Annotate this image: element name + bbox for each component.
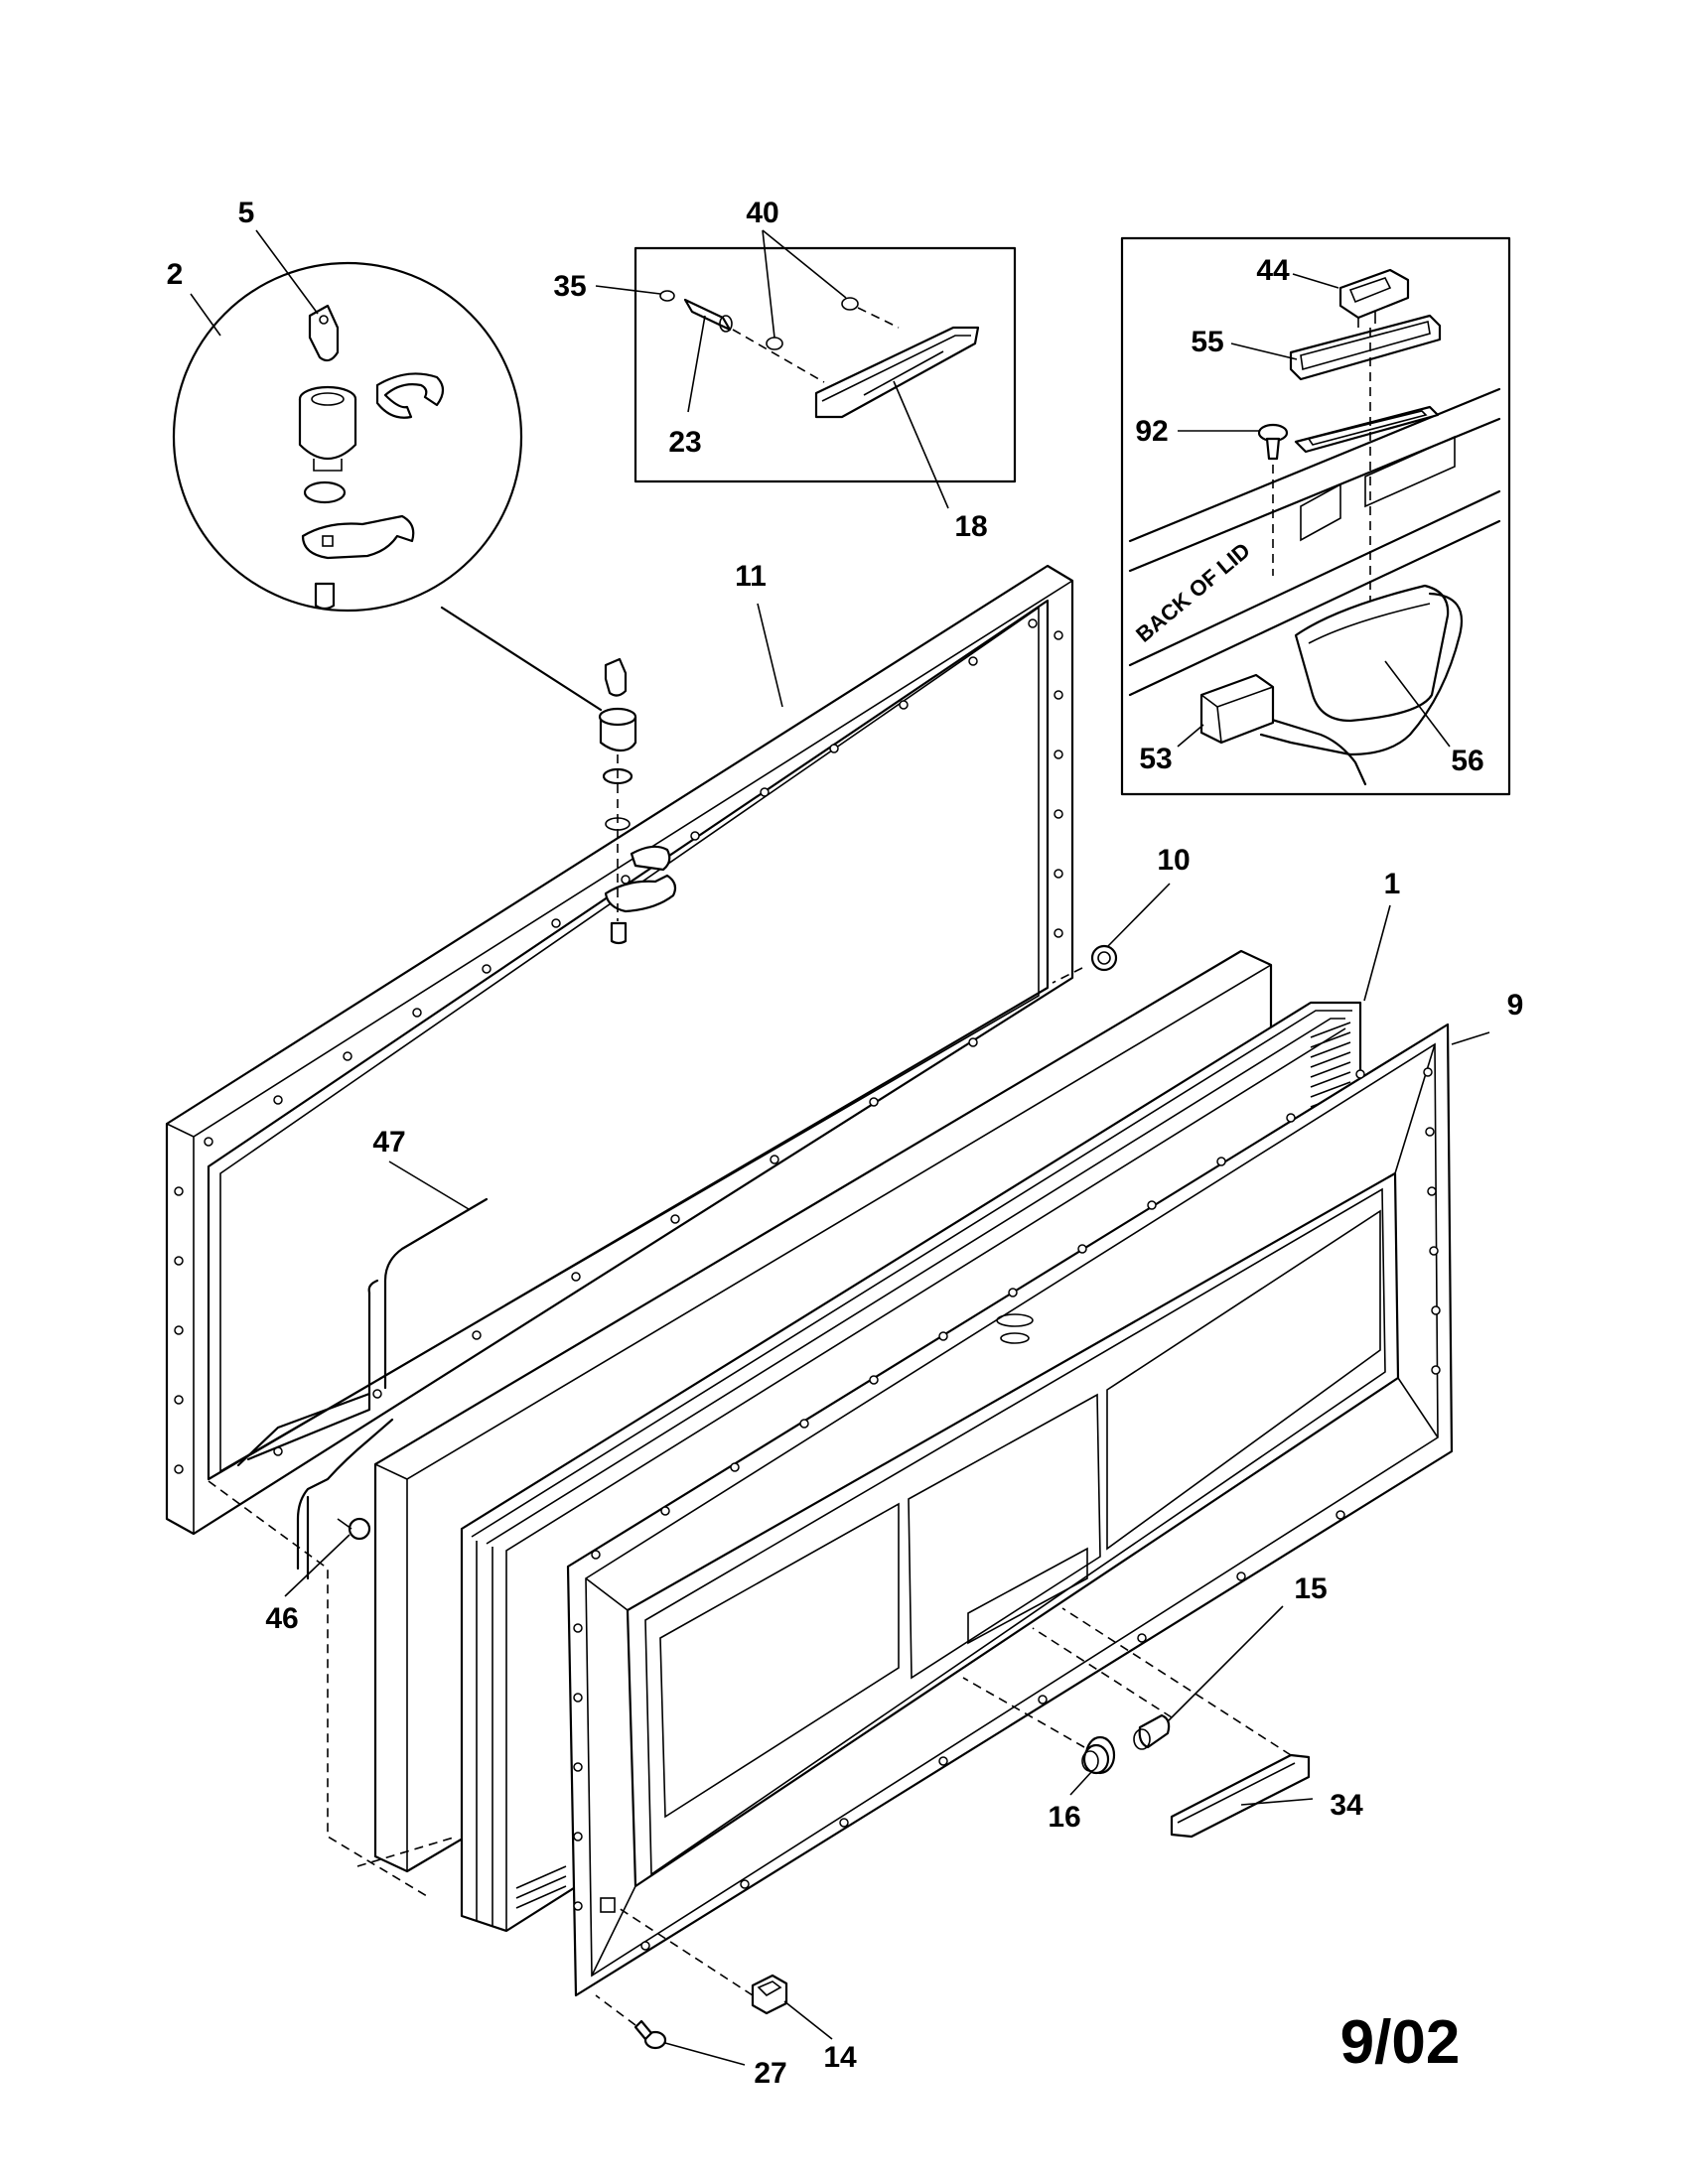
callout-9: 9: [1507, 989, 1524, 1022]
bushing-10: [1052, 944, 1118, 984]
callout-5: 5: [238, 197, 255, 229]
callout-16: 16: [1048, 1801, 1080, 1834]
callout-2: 2: [167, 258, 184, 291]
screw-27: [595, 1994, 667, 2050]
callout-55: 55: [1191, 326, 1223, 358]
back-of-lid-label: BACK OF LID: [1131, 538, 1255, 647]
callout-35: 35: [553, 270, 586, 303]
light-shield-34: [1061, 1607, 1311, 1839]
callout-labels: 5 2 40 35 23 18 44 55 92 53 56 11 10 1 9…: [167, 197, 1524, 2090]
light-bulb-16: [962, 1627, 1173, 1775]
switch-14: [615, 1905, 788, 2015]
callout-18: 18: [954, 510, 987, 543]
liner-holes: [573, 1067, 1441, 1951]
callout-1: 1: [1384, 868, 1401, 900]
callout-53: 53: [1139, 743, 1172, 775]
callout-27: 27: [754, 2057, 786, 2090]
callout-40: 40: [746, 197, 778, 229]
callout-15: 15: [1294, 1572, 1327, 1605]
installed-lock-parts: [598, 657, 677, 945]
light-socket-15: [1133, 1713, 1171, 1750]
callout-23: 23: [668, 426, 701, 459]
callout-34: 34: [1330, 1789, 1363, 1822]
callout-56: 56: [1451, 745, 1483, 777]
lock-detail-circle: [172, 261, 523, 613]
lid-frame: [165, 564, 1074, 1536]
callout-10: 10: [1157, 844, 1190, 877]
callout-46: 46: [265, 1602, 298, 1635]
callout-44: 44: [1256, 254, 1290, 287]
heater-wire-46: [296, 1418, 394, 1580]
handle-inset: [633, 246, 1017, 483]
callout-14: 14: [823, 2041, 857, 2074]
leader-lines: [190, 229, 1490, 2066]
callout-11: 11: [735, 560, 767, 593]
lid-frame-holes: [174, 618, 1063, 1474]
date-code: 9/02: [1340, 2008, 1461, 2077]
drain-wire-47: [236, 1197, 489, 1467]
lock-detail-leader: [440, 606, 603, 712]
callout-92: 92: [1135, 415, 1168, 448]
back-of-lid-inset: [1120, 236, 1511, 796]
lid-liner: [566, 1023, 1454, 1997]
callout-47: 47: [372, 1126, 405, 1159]
